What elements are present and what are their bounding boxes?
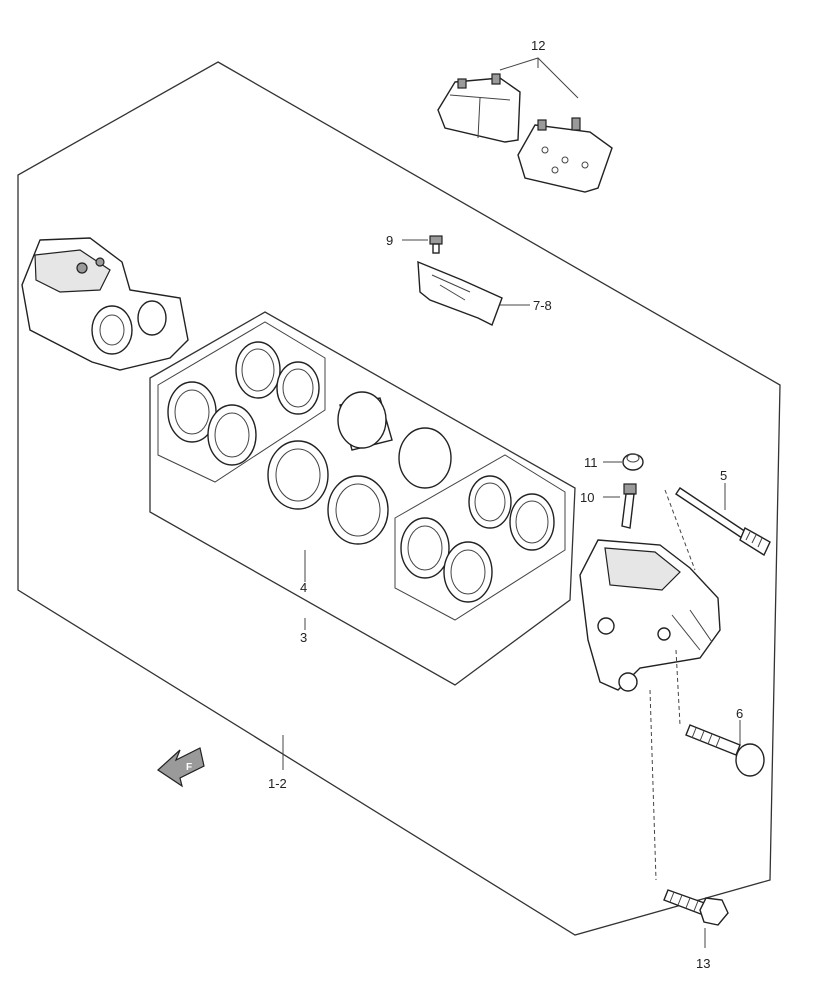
callout-leaders xyxy=(282,550,306,770)
callout-10: 10 xyxy=(580,490,594,505)
bleeder-cap-11 xyxy=(622,453,644,471)
mounting-bolt-6 xyxy=(685,724,765,777)
piston-seals-left xyxy=(167,341,320,466)
callout-11: 11 xyxy=(584,455,598,470)
callout-13: 13 xyxy=(696,956,710,971)
assembly-boundary-1-2 xyxy=(17,61,781,936)
pad-leader-12 xyxy=(499,57,579,99)
mounting-bolt-13 xyxy=(663,889,729,926)
pad-pin-5 xyxy=(675,487,771,557)
pad-spring-7-8 xyxy=(417,260,503,326)
callout-3: 3 xyxy=(300,630,307,645)
alignment-lines xyxy=(649,489,696,881)
callout-4: 4 xyxy=(300,580,307,595)
callout-7-8: 7-8 xyxy=(533,298,552,313)
caliper-body-left xyxy=(21,237,189,371)
front-direction-arrow: F xyxy=(157,747,205,788)
callout-1-2: 1-2 xyxy=(268,776,287,791)
callout-5: 5 xyxy=(720,468,727,483)
seal-box-right-4 xyxy=(394,454,566,621)
bleeder-valve-10 xyxy=(621,483,637,529)
front-direction-label: F xyxy=(186,762,192,773)
screw-9 xyxy=(429,235,443,254)
brake-pad-front xyxy=(437,73,521,143)
brake-pad-rear xyxy=(517,117,613,193)
piston-seals-right xyxy=(400,475,555,603)
callout-9: 9 xyxy=(386,233,393,248)
callout-6: 6 xyxy=(736,706,743,721)
caliper-body-right xyxy=(579,539,721,692)
seal-box-left-4 xyxy=(157,321,326,483)
pistons xyxy=(267,391,452,545)
seal-kit-boundary-3 xyxy=(149,311,576,686)
callout-12: 12 xyxy=(531,38,545,53)
